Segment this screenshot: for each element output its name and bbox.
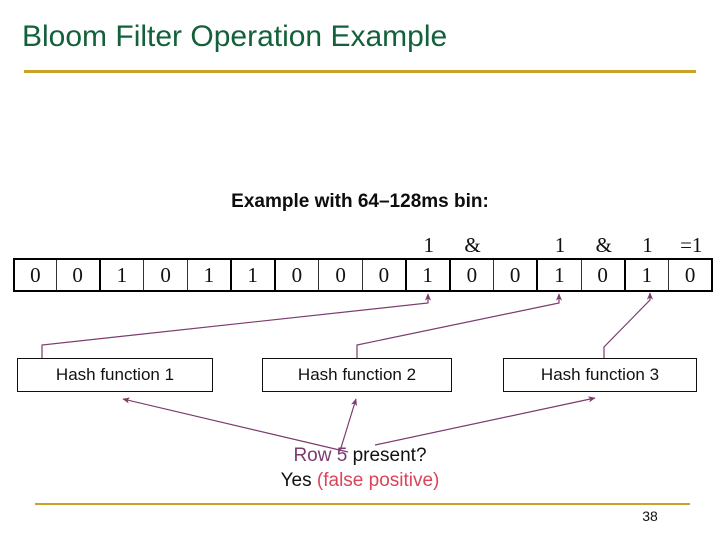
and-expression-term-0: 1	[423, 233, 435, 257]
bit-cell-8: 0	[363, 260, 407, 290]
bit-cell-10: 0	[451, 260, 495, 290]
bit-cell-1: 0	[57, 260, 101, 290]
hash-function-box-2[interactable]: Hash function 2	[262, 358, 452, 392]
bit-value-6: 0	[291, 262, 303, 287]
bit-value-4: 1	[203, 262, 215, 287]
hash-function-box-3[interactable]: Hash function 3	[503, 358, 697, 392]
bit-cell-4: 1	[188, 260, 232, 290]
hash-function-box-1[interactable]: Hash function 1	[17, 358, 213, 392]
title-divider	[24, 70, 696, 73]
bit-value-8: 0	[378, 262, 390, 287]
query-block: Row 5 present? Yes (false positive)	[0, 443, 720, 493]
bit-cell-13: 0	[582, 260, 626, 290]
page-title: Bloom Filter Operation Example	[22, 20, 448, 53]
bit-value-5: 1	[247, 262, 258, 287]
page-number: 38	[642, 508, 658, 524]
bit-value-3: 0	[160, 262, 171, 287]
bit-cell-3: 0	[144, 260, 188, 290]
bit-value-10: 0	[466, 262, 478, 287]
query-question-line: Row 5 present?	[0, 443, 720, 468]
query-question-text: present?	[347, 445, 427, 466]
bit-cell-15: 0	[669, 260, 713, 290]
and-expression-term-2: 1	[554, 233, 566, 257]
bit-value-7: 0	[335, 262, 346, 287]
bit-value-11: 0	[509, 262, 521, 287]
query-row-label: Row 5	[293, 445, 348, 466]
bit-cell-7: 0	[319, 260, 363, 290]
bit-cell-6: 0	[276, 260, 320, 290]
bit-value-12: 1	[554, 262, 565, 287]
bit-value-13: 0	[597, 262, 608, 287]
bit-value-2: 1	[116, 262, 128, 287]
and-expression-term-3: &	[595, 233, 612, 257]
arrow-query-to-hash3	[374, 396, 596, 446]
bit-cell-0: 0	[13, 260, 57, 290]
hash-function-label-1: Hash function 1	[55, 365, 175, 384]
bit-cell-14: 1	[626, 260, 670, 290]
and-expression-term-4: 1	[642, 233, 653, 257]
and-expression-term-5: =1	[680, 233, 703, 257]
arrow-hash3-to-bit	[603, 292, 654, 358]
bit-cell-12: 1	[538, 260, 582, 290]
query-verdict-text: (false positive)	[316, 470, 440, 491]
bit-cell-9: 1	[407, 260, 451, 290]
bit-value-15: 0	[684, 262, 696, 287]
bit-value-0: 0	[30, 262, 41, 287]
arrow-hash1-to-bit	[41, 293, 432, 358]
bit-cell-2: 1	[101, 260, 145, 290]
and-expression-term-1: &	[464, 233, 481, 257]
bit-cell-5: 1	[232, 260, 276, 290]
bit-value-9: 1	[422, 262, 433, 287]
bit-value-1: 0	[72, 262, 83, 287]
bit-cell-11: 0	[494, 260, 538, 290]
footer-divider	[35, 503, 690, 505]
hash-function-label-2: Hash function 2	[297, 365, 417, 384]
diagram-caption: Example with 64–128ms bin:	[231, 191, 489, 212]
arrow-hash2-to-bit	[356, 293, 563, 358]
bloom-filter-bit-array: 0 0 1 0 1 1 0 0 0 1 0 0 1 0 1 0	[13, 258, 713, 292]
query-answer-line: Yes (false positive)	[0, 468, 720, 493]
bit-value-14: 1	[641, 262, 653, 287]
hash-function-label-3: Hash function 3	[540, 365, 660, 384]
query-answer-text: Yes	[280, 470, 317, 491]
